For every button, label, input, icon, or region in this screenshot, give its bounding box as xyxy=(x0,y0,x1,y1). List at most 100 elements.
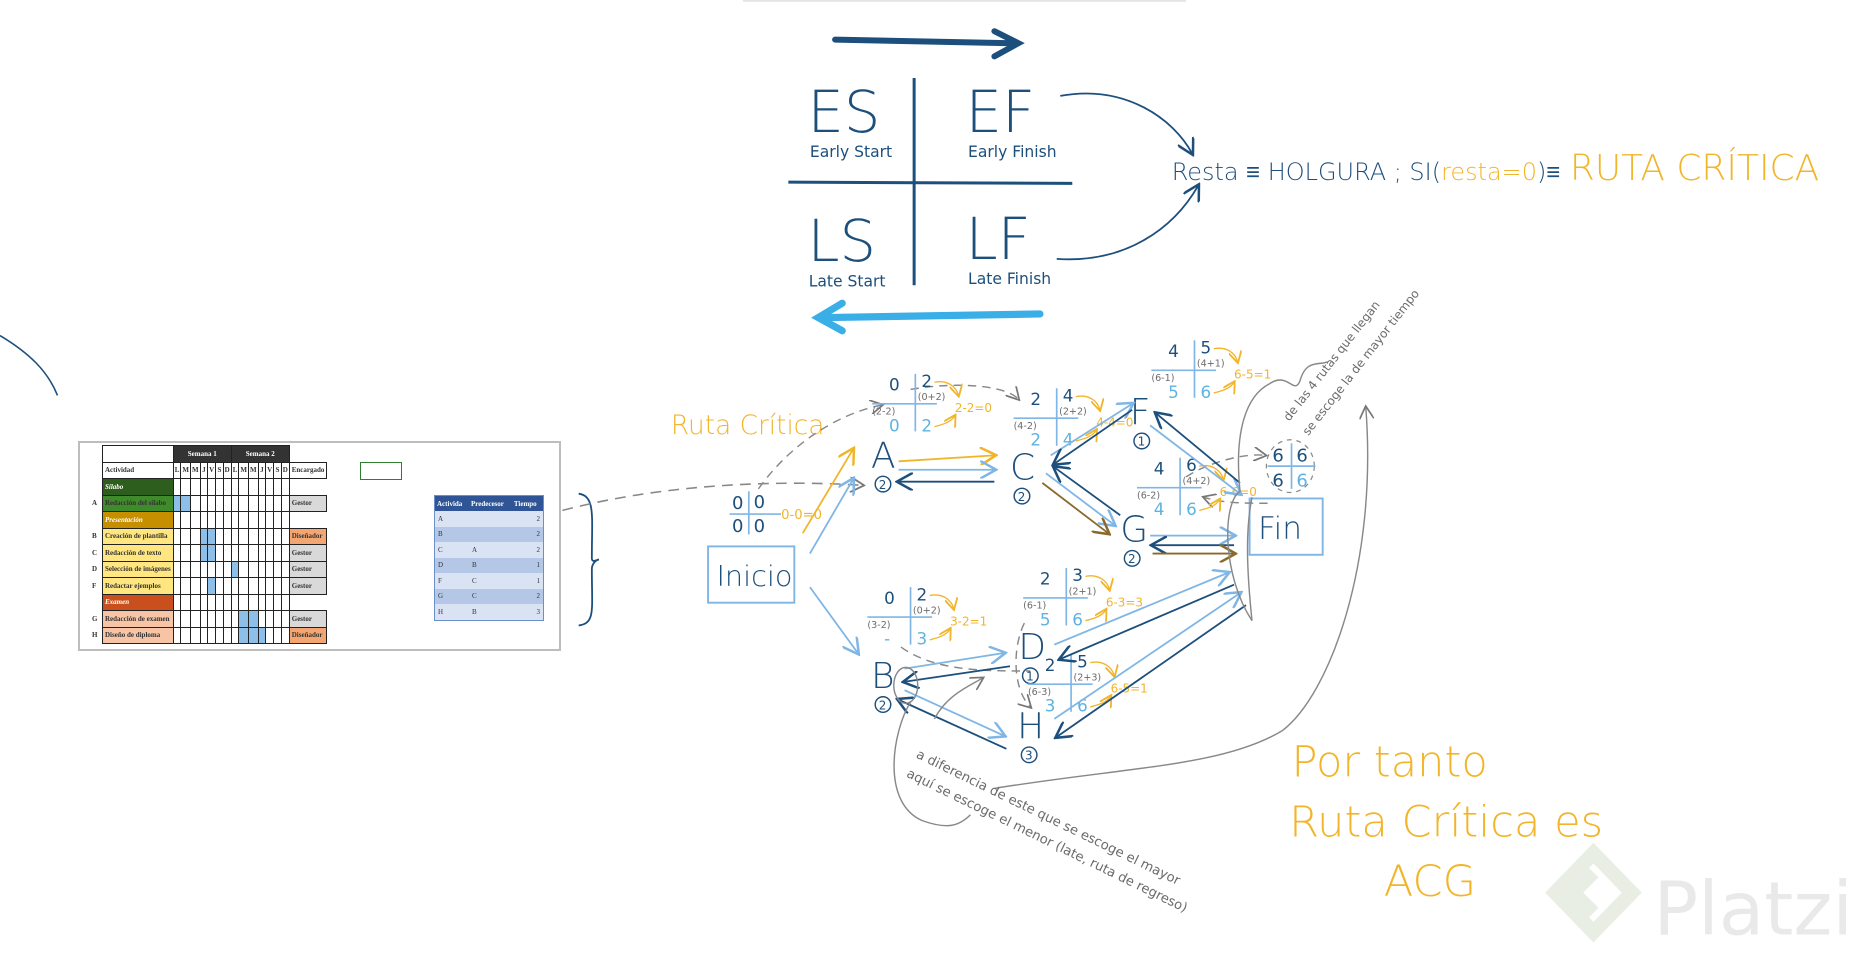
arrow-c-g xyxy=(1045,472,1114,525)
node-label: C xyxy=(1010,447,1035,488)
activity-cell: G xyxy=(435,588,469,604)
arrow-c-g-critical xyxy=(1041,482,1108,533)
schedule-cell xyxy=(248,494,259,512)
schedule-cell xyxy=(199,478,209,496)
arrow-h-fin xyxy=(1053,593,1240,720)
node-duration: 2 xyxy=(879,478,887,492)
start-es: 0 xyxy=(732,493,743,514)
ef-label: Early Finish xyxy=(968,143,1057,161)
schedule-cell xyxy=(215,527,224,545)
schedule-cell xyxy=(248,626,259,644)
schedule-cell xyxy=(265,593,275,611)
note-bottom-line2: aquí se escoge el menor (late, ruta de r… xyxy=(904,766,1190,916)
inicio-node xyxy=(707,545,796,604)
schedule-cell xyxy=(273,494,282,512)
end-ls: 6 xyxy=(1272,470,1283,491)
ls-calc: (4-2) xyxy=(1014,421,1037,432)
day-header: M xyxy=(248,461,259,479)
predecessor-header: Tiempo xyxy=(511,496,543,511)
schedule-cell xyxy=(222,577,232,595)
predecessor-cell: C xyxy=(468,573,512,589)
week-header: Semana 1 xyxy=(172,445,232,463)
ls-calc: (6-3) xyxy=(1028,687,1051,698)
selected-cell[interactable] xyxy=(360,462,402,480)
schedule-cell xyxy=(265,527,275,545)
schedule-cell xyxy=(273,478,282,496)
ls-label: Late Start xyxy=(809,272,886,290)
early-finish: 6 xyxy=(1186,455,1197,475)
schedule-cell xyxy=(230,577,240,595)
day-header: S xyxy=(273,461,282,479)
early-start: 0 xyxy=(884,588,895,608)
schedule-cell xyxy=(265,544,275,562)
schedule-cell xyxy=(265,626,275,644)
ef-calc: (2+2) xyxy=(1059,407,1087,418)
ef-calc: (2+1) xyxy=(1069,586,1097,597)
task-name: Diseño de diploma xyxy=(102,626,174,644)
node-duration: 2 xyxy=(1018,490,1026,504)
start-ef: 0 xyxy=(754,492,765,513)
schedule-cell xyxy=(257,527,267,545)
early-finish: 2 xyxy=(921,371,932,391)
schedule-cell xyxy=(230,478,240,496)
schedule-cell xyxy=(199,560,209,578)
es-ef-ls-lf-legend: ES Early Start EF Early Finish LS Late S… xyxy=(788,28,1198,335)
schedule-cell xyxy=(265,511,275,529)
early-finish: 4 xyxy=(1063,385,1074,405)
time-cell: 3 xyxy=(511,604,543,620)
activity-cell: F xyxy=(435,573,469,589)
task-letter: D xyxy=(92,565,98,574)
schedule-cell xyxy=(257,494,267,512)
schedule-cell xyxy=(199,593,209,611)
schedule-cell xyxy=(230,511,240,529)
schedule-cell xyxy=(190,593,201,611)
schedule-cell xyxy=(180,577,191,595)
schedule-cell xyxy=(180,626,191,644)
task-owner xyxy=(288,478,327,496)
forward-pass-arrow xyxy=(832,36,1016,47)
node-label: F xyxy=(1130,392,1151,433)
duration-circle xyxy=(874,696,892,714)
late-start: 5 xyxy=(1168,382,1179,402)
arrow-b-h xyxy=(904,689,1004,736)
task-letter: A xyxy=(92,499,98,508)
early-start: 2 xyxy=(1040,569,1051,589)
schedule-cell xyxy=(215,544,224,562)
schedule-cell xyxy=(207,511,217,529)
schedule-cell xyxy=(273,560,282,578)
arrow-g-c-back xyxy=(1054,467,1121,516)
schedule-cell xyxy=(238,511,249,529)
schedule-cell xyxy=(199,494,209,512)
schedule-cell xyxy=(273,527,282,545)
schedule-cell xyxy=(215,626,224,644)
task-owner: Gestor xyxy=(288,577,328,595)
schedule-cell xyxy=(207,560,217,578)
schedule-cell xyxy=(172,610,182,628)
day-header: D xyxy=(280,461,290,479)
gantt-group-row: Sílabo xyxy=(90,478,327,496)
predecessor-cell: B xyxy=(468,557,512,573)
day-header: J xyxy=(257,461,267,479)
start-lf: 0 xyxy=(754,516,765,537)
schedule-cell xyxy=(215,577,224,595)
late-finish: 6 xyxy=(1077,696,1088,716)
schedule-cell xyxy=(248,511,259,529)
day-header: M xyxy=(190,461,201,479)
task-name: Redacción de examen xyxy=(102,610,174,628)
schedule-cell xyxy=(273,593,282,611)
early-start: 2 xyxy=(1045,655,1056,675)
schedule-cell xyxy=(257,560,267,578)
schedule-cell xyxy=(280,610,290,628)
backward-pass-arrow xyxy=(823,310,1044,322)
schedule-cell xyxy=(280,494,290,512)
